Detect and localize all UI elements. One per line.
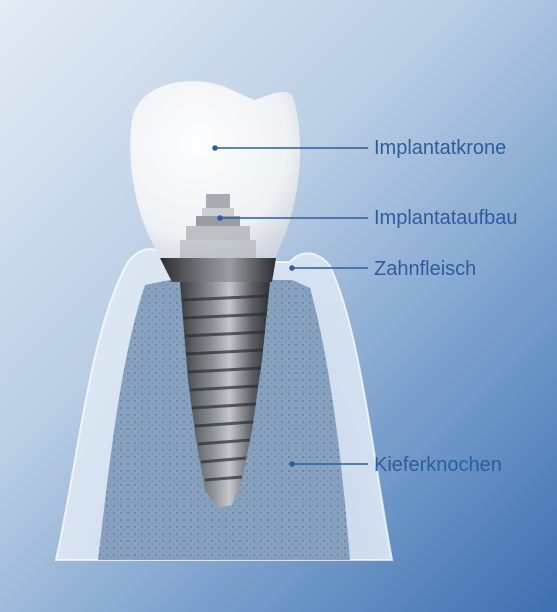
label-gum: Zahnfleisch	[374, 259, 476, 279]
label-implant-crown: Implantatkrone	[374, 138, 506, 158]
label-abutment: Implantataufbau	[374, 208, 517, 228]
label-jaw-bone: Kieferknochen	[374, 455, 502, 475]
implant-collar	[160, 258, 276, 282]
